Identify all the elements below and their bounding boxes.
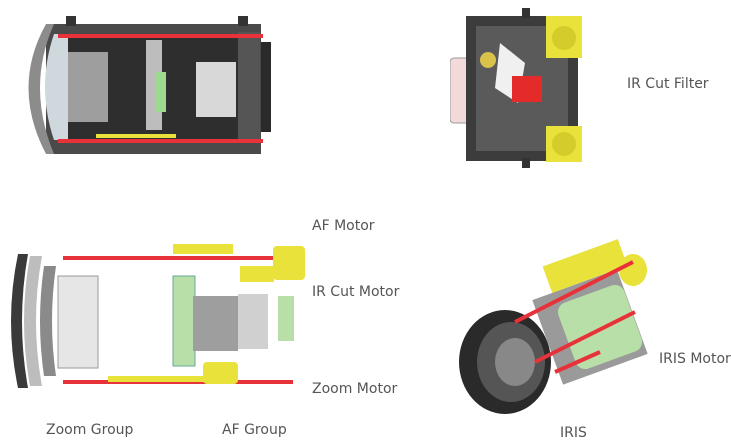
iris-label: IRIS <box>560 425 587 441</box>
ir-cut-filter-label: IR Cut Filter <box>627 76 709 92</box>
ir-cut-motor-label: IR Cut Motor <box>312 284 400 300</box>
lens-cross-section-figure <box>6 12 278 162</box>
zoom-group-label: Zoom Group <box>46 422 134 438</box>
iris-assembly-figure <box>455 222 655 422</box>
af-group-label: AF Group <box>222 422 287 438</box>
lens-assembly-figure <box>8 236 308 406</box>
iris-motor-label: IRIS Motor <box>659 351 731 367</box>
ir-cut-filter-figure <box>450 8 600 168</box>
af-motor-label: AF Motor <box>312 218 375 234</box>
zoom-motor-label: Zoom Motor <box>312 381 398 397</box>
